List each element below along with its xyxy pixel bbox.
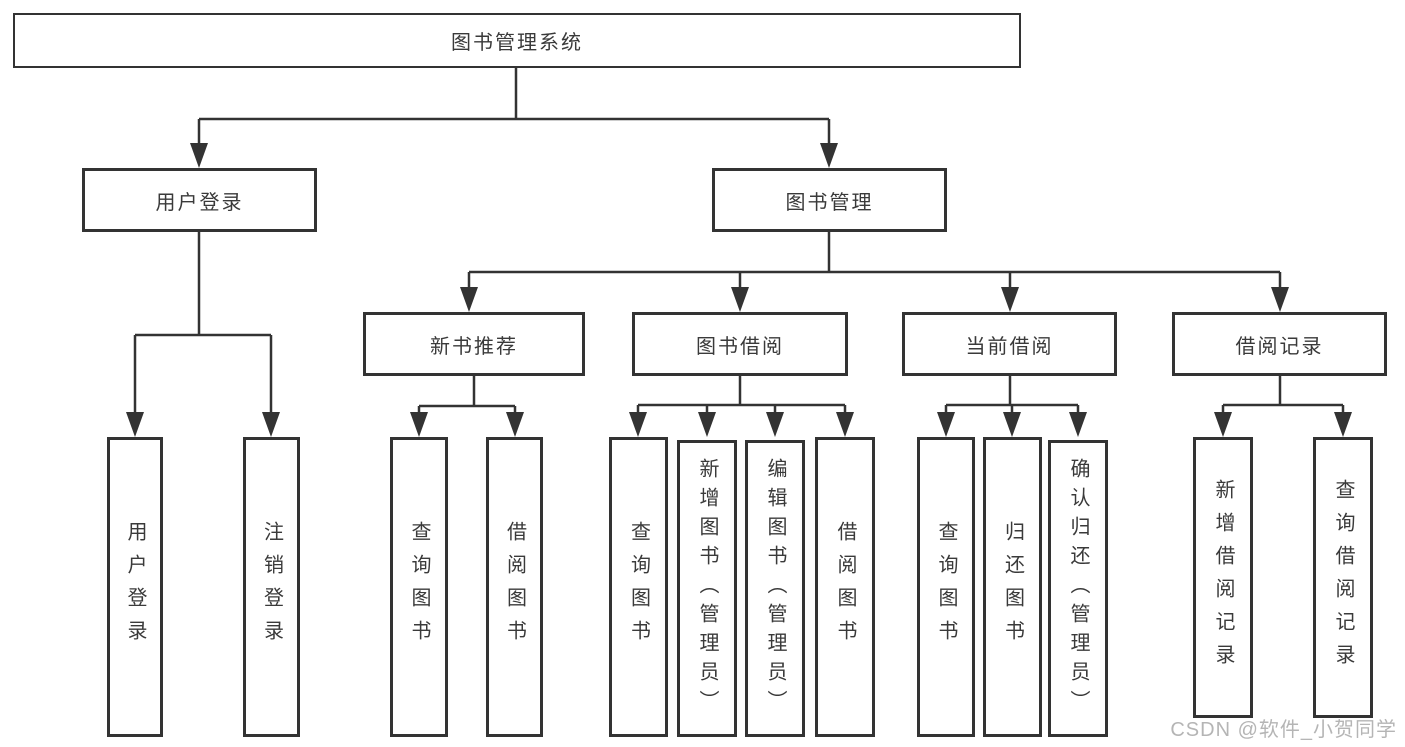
node-current-borrowing-label: 当前借阅 — [965, 335, 1054, 358]
node-new-book-recommend-label: 新书推荐 — [430, 335, 518, 358]
csdn-watermark: CSDN @软件_小贺同学 — [1170, 719, 1397, 741]
node-new-book-recommend: 新书推荐 — [363, 312, 585, 376]
leaf-return-books: 归还图书 — [983, 437, 1042, 737]
leaf-confirm-return-admin-label: 确认归还（管理员） — [1067, 458, 1089, 719]
leaf-query-borrow-record: 查询借阅记录 — [1313, 437, 1373, 718]
node-user-login: 用户登录 — [82, 168, 317, 232]
leaf-query-books-borrow-label: 查询图书 — [627, 521, 650, 653]
node-book-borrowing: 图书借阅 — [632, 312, 848, 376]
leaf-return-books-label: 归还图书 — [1001, 521, 1024, 653]
leaf-query-borrow-record-label: 查询借阅记录 — [1332, 478, 1354, 677]
arrowheads — [126, 143, 1352, 437]
leaf-user-login: 用户登录 — [107, 437, 163, 737]
node-book-borrowing-label: 图书借阅 — [696, 335, 784, 358]
leaf-query-books-current-label: 查询图书 — [935, 521, 957, 653]
leaf-borrow-books-recommend-label: 借阅图书 — [503, 521, 526, 653]
node-library-management-system: 图书管理系统 — [13, 13, 1021, 68]
node-user-login-label: 用户登录 — [155, 191, 244, 214]
leaf-user-login-label: 用户登录 — [124, 521, 146, 653]
leaf-add-books-admin: 新增图书（管理员） — [677, 440, 737, 737]
leaf-edit-books-admin: 编辑图书（管理员） — [745, 440, 805, 737]
leaf-logout-label: 注销登录 — [260, 521, 283, 653]
leaf-add-books-admin-label: 新增图书（管理员） — [696, 458, 718, 719]
leaf-logout: 注销登录 — [243, 437, 300, 737]
node-borrowing-records-label: 借阅记录 — [1235, 335, 1324, 358]
node-borrowing-records: 借阅记录 — [1172, 312, 1387, 376]
leaf-add-borrow-record: 新增借阅记录 — [1193, 437, 1253, 718]
node-book-management: 图书管理 — [712, 168, 947, 232]
node-current-borrowing: 当前借阅 — [902, 312, 1117, 376]
node-library-management-system-label: 图书管理系统 — [451, 32, 583, 54]
leaf-query-books-current: 查询图书 — [917, 437, 975, 737]
leaf-borrow-books-label: 借阅图书 — [834, 521, 856, 653]
leaf-borrow-books: 借阅图书 — [815, 437, 875, 737]
node-book-management-label: 图书管理 — [785, 191, 874, 214]
leaf-add-borrow-record-label: 新增借阅记录 — [1212, 478, 1234, 677]
leaf-query-books-recommend-label: 查询图书 — [408, 521, 430, 653]
leaf-borrow-books-recommend: 借阅图书 — [486, 437, 543, 737]
leaf-query-books-recommend: 查询图书 — [390, 437, 448, 737]
leaf-edit-books-admin-label: 编辑图书（管理员） — [764, 458, 786, 719]
leaf-confirm-return-admin: 确认归还（管理员） — [1048, 440, 1108, 737]
leaf-query-books-borrow: 查询图书 — [609, 437, 668, 737]
